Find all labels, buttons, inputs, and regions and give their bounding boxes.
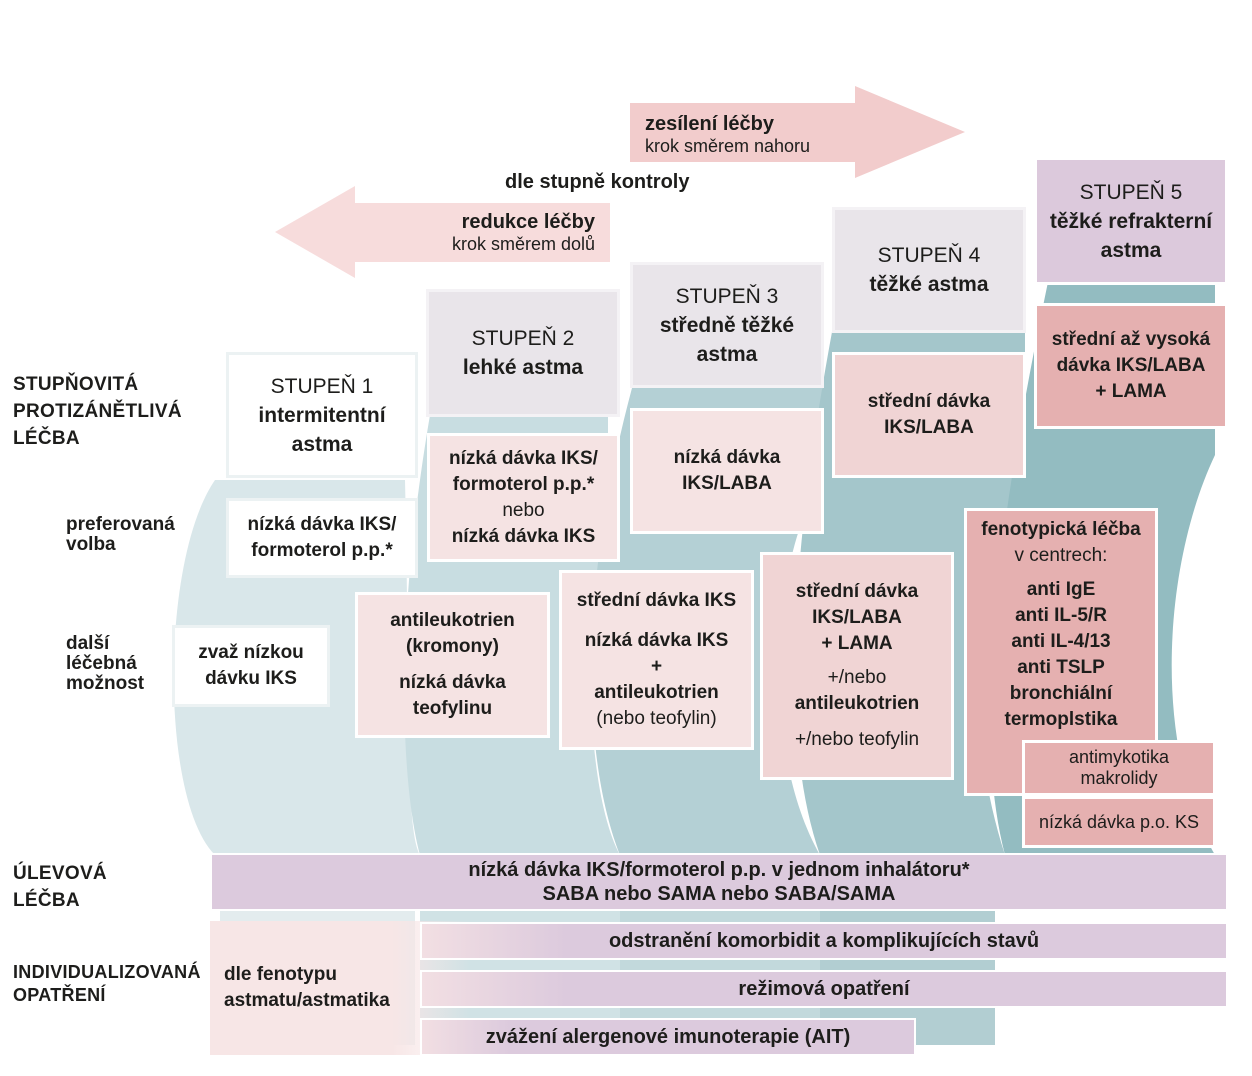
- arrow-down-shape: [275, 186, 610, 278]
- step-4-preferred: střední dávka IKS/LABA: [832, 352, 1026, 478]
- step-1-heading: STUPEŇ 1 intermitentní astma: [226, 352, 418, 478]
- step-3-heading: STUPEŇ 3 středně těžké astma: [630, 262, 824, 388]
- row-label-relief: ÚLEVOVÁ LÉČBA: [13, 863, 107, 911]
- arrow-up-shape: [630, 86, 965, 178]
- step-2-other: antileukotrien (kromony) nízká dávka teo…: [355, 592, 550, 738]
- individual-band-comorbidities: odstranění komorbidit a komplikujících s…: [420, 922, 1228, 960]
- row-label-individual: INDIVIDUALIZOVANÁ OPATŘENÍ: [13, 962, 201, 1005]
- row-label-stepwise: STUPŇOVITÁ PROTIZÁNĚTLIVÁ LÉČBA: [13, 374, 182, 449]
- individual-band-ait: zvážení alergenové imunoterapie (AIT): [420, 1018, 916, 1056]
- relief-band: nízká dávka IKS/formoterol p.p. v jednom…: [210, 853, 1228, 911]
- step-5-preferred: střední až vysoká dávka IKS/LABA + LAMA: [1034, 303, 1228, 429]
- individual-band-regimen: režimová opatření: [420, 970, 1228, 1008]
- arrow-up-label: zesílení léčby krok směrem nahoru: [645, 112, 810, 156]
- step-1-preferred: nízká dávka IKS/ formoterol p.p.*: [226, 498, 418, 578]
- step-1-other: zvaž nízkou dávku IKS: [172, 625, 330, 707]
- arrow-down-title: redukce léčby: [461, 211, 595, 233]
- control-level-label: dle stupně kontroly: [505, 171, 690, 193]
- arrow-down-label: redukce léčby krok směrem dolů: [425, 210, 595, 254]
- arrow-down-subtitle: krok směrem dolů: [451, 234, 595, 254]
- row-label-preferred: preferovaná volba: [66, 514, 175, 555]
- step-2-preferred: nízká dávka IKS/ formoterol p.p.* nebo n…: [427, 433, 620, 562]
- step-5-extra-antimycotics: antimykotika makrolidy: [1022, 740, 1216, 796]
- phenotype-label: dle fenotypu astmatu/astmatika: [224, 964, 390, 1011]
- arrow-up-subtitle: krok směrem nahoru: [645, 136, 811, 156]
- step-5-extra-oral-ks: nízká dávka p.o. KS: [1022, 796, 1216, 848]
- step-3-other: střední dávka IKS nízká dávka IKS + anti…: [559, 570, 754, 750]
- step-4-heading: STUPEŇ 4 těžké astma: [832, 207, 1026, 333]
- step-4-other: střední dávka IKS/LABA + LAMA +/nebo ant…: [760, 552, 954, 780]
- step-2-heading: STUPEŇ 2 lehké astma: [426, 289, 620, 417]
- step-3-preferred: nízká dávka IKS/LABA: [630, 408, 824, 534]
- row-label-other: další léčebná možnost: [66, 633, 145, 694]
- step-5-heading: STUPEŇ 5 těžké refrakterní astma: [1034, 157, 1228, 285]
- arrow-up-title: zesílení léčby: [645, 113, 774, 135]
